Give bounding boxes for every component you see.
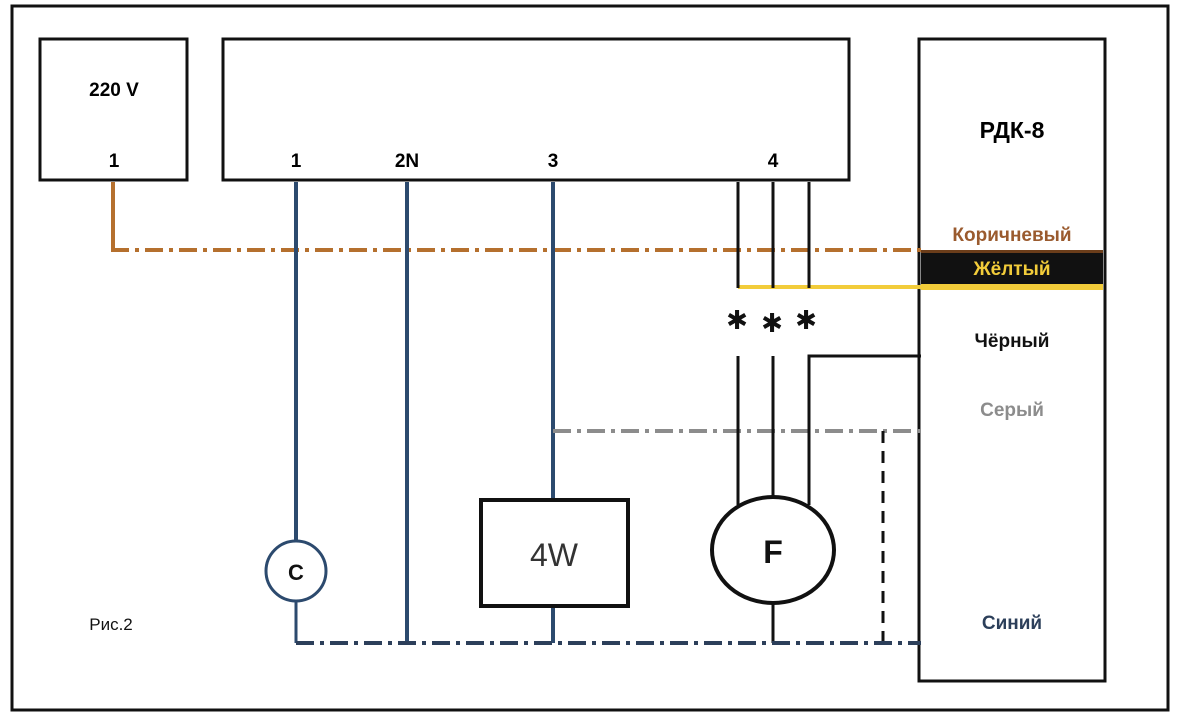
yellow-band xyxy=(921,284,1103,290)
rdk8-box xyxy=(917,37,1107,683)
valve-box xyxy=(479,498,630,608)
outer-frame xyxy=(10,4,1170,712)
wire-label-blue: Синий xyxy=(982,613,1042,634)
wire-label-yellow: Жёлтый xyxy=(972,259,1050,280)
rdk8-title: РДК-8 xyxy=(980,117,1045,143)
fan-label: F xyxy=(763,534,783,570)
controller-terminal-2n: 2N xyxy=(395,151,419,172)
break-mark-left: ✱ xyxy=(726,305,748,335)
controller-terminal-3: 3 xyxy=(548,151,559,172)
capacitor-label: C xyxy=(288,560,304,585)
valve-label: 4W xyxy=(530,537,579,573)
brown-band xyxy=(921,250,1103,253)
break-mark-right: ✱ xyxy=(795,305,817,335)
controller-terminal-4: 4 xyxy=(768,151,779,172)
black-band xyxy=(921,253,1103,285)
capacitor-symbol xyxy=(264,539,328,603)
figure-caption: Рис.2 xyxy=(89,615,133,634)
controller-terminal-1: 1 xyxy=(291,151,302,172)
supply-voltage-label: 220 V xyxy=(89,80,139,101)
supply-box xyxy=(38,37,189,182)
supply-terminal-label: 1 xyxy=(109,151,120,172)
fan-wire-right-black xyxy=(807,354,921,505)
break-mark-mid: ✱ xyxy=(761,308,783,338)
fan-symbol xyxy=(710,495,836,605)
controller-box xyxy=(221,37,851,182)
wire-label-gray: Серый xyxy=(980,400,1044,421)
wire-label-black: Чёрный xyxy=(975,331,1050,352)
wire-label-brown: Коричневый xyxy=(952,225,1071,246)
